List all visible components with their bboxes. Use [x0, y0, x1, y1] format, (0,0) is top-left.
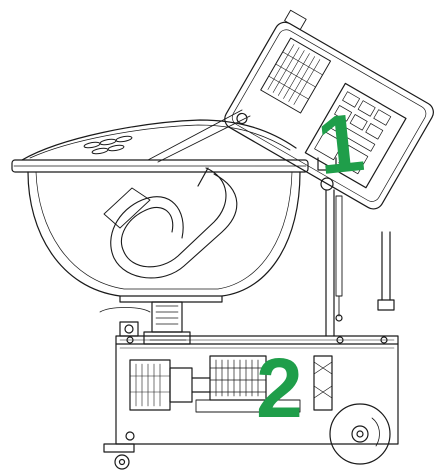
spiral-hook — [120, 167, 227, 268]
mixing-bowl — [11, 109, 309, 303]
front-caster — [103, 431, 135, 470]
breaker-bar — [103, 187, 151, 229]
gas-spring — [335, 195, 343, 297]
lid-vent-slots — [83, 135, 133, 155]
bowl-lid-dome — [21, 119, 297, 161]
callout-label-1: 1 — [313, 96, 369, 193]
callout-label-2: 2 — [256, 341, 303, 435]
bowl-lid-inner — [29, 124, 291, 159]
bowl-column — [99, 301, 191, 345]
frame-pillar — [317, 157, 395, 337]
bowl-lock-bracket — [119, 321, 139, 337]
rear-wheel — [329, 403, 391, 465]
bowl-body — [27, 171, 301, 297]
base-drive-unit — [103, 335, 399, 470]
